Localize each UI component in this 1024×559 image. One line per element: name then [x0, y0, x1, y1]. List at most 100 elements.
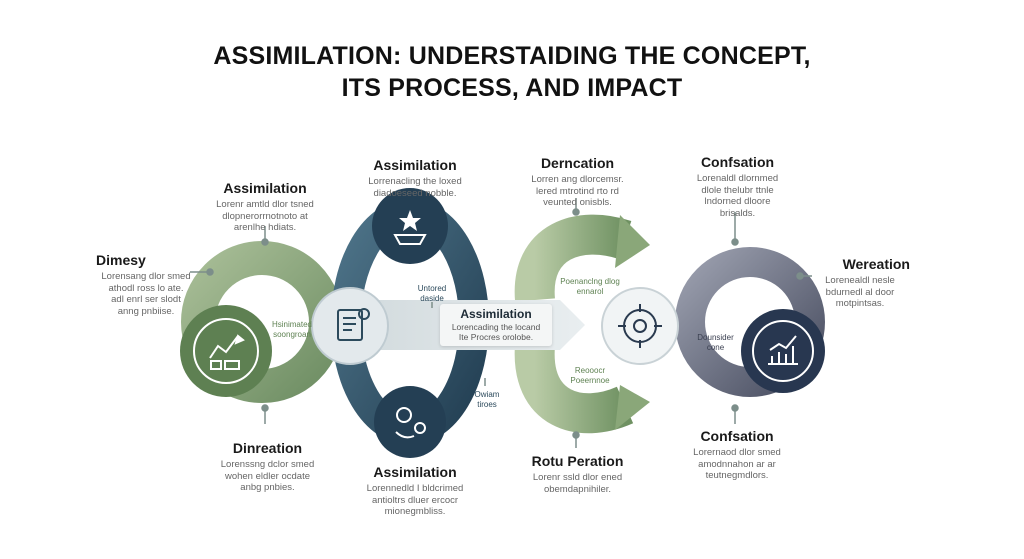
hands-chart-icon: [209, 334, 245, 370]
callout-line: amodnnahon ar ar: [698, 458, 776, 470]
callout-line: Lorren ang dlorcemsr.: [531, 174, 624, 185]
label-owiam: Owiam tiroes: [462, 390, 512, 410]
label-untored: Untored daside: [402, 284, 462, 304]
center-line-1: Lorencading the locand: [451, 322, 541, 332]
callout-rotu-peration: Rotu Peration Lorenr ssld dlor ened obem…: [520, 453, 635, 495]
title-line-2: ITS PROCESS, AND IMPACT: [341, 74, 683, 102]
callout-heading: Confsation: [700, 428, 774, 444]
small-label-line: Poeernnoe: [570, 376, 610, 385]
node-star-bowl: [372, 188, 448, 264]
label-reooocr: Reooocr Poeernnoe: [555, 366, 625, 386]
callout-line: Lorenr amtld dlor tsned: [216, 199, 314, 210]
callout-line: adl enrl ser slodt: [111, 294, 181, 305]
callout-line: anng pnbiise.: [117, 305, 175, 317]
callout-line: anbg pnbies.: [240, 482, 295, 493]
callout-dinreation: Dinreation Lorenssng dclor smed wohen el…: [210, 440, 325, 494]
callout-body: Lorensang dlor smed athodl ross lo ate. …: [96, 271, 196, 317]
callout-line: Lorenaldl dlornmed: [696, 173, 779, 184]
callout-body: Lorenssng dclor smed wohen eldler ocdate…: [210, 459, 325, 494]
callout-line: lndorned dloore: [704, 196, 771, 207]
callout-wereation: Wereation Lorenealdl nesle bdurnedl al d…: [810, 256, 910, 310]
callout-line: veunted onisbls.: [543, 197, 612, 208]
callout-line: athodl ross lo ate.: [108, 282, 184, 294]
callout-heading: Rotu Peration: [531, 453, 624, 469]
callout-derncation: Derncation Lorren ang dlorcemsr. lered m…: [520, 155, 635, 209]
callout-body: Lorrenacling the loxed diadoeseed nobble…: [355, 176, 475, 199]
node-hands-chart: [180, 305, 272, 397]
small-label-line: daside: [420, 294, 444, 303]
label-dounsider: Dounsider cone: [688, 333, 743, 353]
small-label-line: Untored: [417, 284, 447, 293]
callout-line: arenlhe hdiats.: [233, 222, 297, 233]
callout-body: Lorenr amtld dlor tsned dlopnerorrnotnot…: [205, 199, 325, 234]
callout-heading: Assimilation: [373, 464, 457, 480]
small-label-line: cone: [706, 343, 725, 352]
small-label-line: soongroan: [273, 330, 311, 339]
callout-line: bdurnedl al door: [825, 286, 895, 298]
callout-line: lered mtrotind rto rd: [536, 185, 619, 197]
callout-heading: Dimesy: [96, 252, 146, 268]
center-line-2: Ite Procres orolobe.: [458, 332, 534, 342]
small-label-line: ennarol: [576, 287, 604, 296]
center-assimilation-box: Assimilation Lorencading the locand Ite …: [440, 304, 552, 346]
title-line-1: ASSIMILATION: UNDERSTAIDING THE CONCEPT,: [213, 42, 811, 70]
node-compass-target: [601, 287, 679, 365]
callout-line: Lorennedld I bldcrimed: [366, 483, 464, 494]
node-gears-hand: [374, 386, 446, 458]
growth-chart-icon: [768, 335, 798, 365]
small-label-line: tiroes: [477, 400, 497, 409]
callout-line: Lorenssng dclor smed: [220, 459, 315, 470]
document-gear-icon: [337, 308, 370, 341]
callout-heading: Assimilation: [373, 157, 457, 173]
callout-dimesy: Dimesy Lorensang dlor smed athodl ross l…: [96, 252, 196, 317]
label-hsinimated: Hsinimated soongroan: [262, 320, 322, 340]
small-label-line: Hsinimated: [271, 320, 312, 329]
callout-line: Lorensang dlor smed: [101, 271, 191, 282]
node-document-gear: [311, 287, 389, 365]
callout-body: Lorenaldl dlornmed dlole thelubr ttnle l…: [680, 173, 795, 219]
callout-body: Lorenealdl nesle bdurnedl al door motpin…: [810, 275, 910, 310]
connectors: [190, 198, 812, 448]
callout-line: Lorernaod dlor smed: [693, 447, 781, 458]
callout-line: motpintsas.: [835, 298, 885, 309]
callout-line: teutnegmdlors.: [705, 470, 769, 481]
callout-body: Lorren ang dlorcemsr. lered mtrotind rto…: [520, 174, 635, 209]
callout-confsation-bottom: Confsation Lorernaod dlor smed amodnnaho…: [678, 428, 796, 482]
small-label-line: Reooocr: [574, 366, 606, 375]
callout-line: dlole thelubr ttnle: [701, 184, 774, 196]
callout-heading: Confsation: [700, 154, 775, 170]
ring-green-right: [514, 214, 650, 434]
callout-heading: Assimilation: [223, 180, 307, 196]
callout-body: Lorennedld I bldcrimed antioltrs dluer e…: [355, 483, 475, 518]
center-heading: Assimilation: [460, 307, 532, 321]
callout-heading: Wereation: [842, 256, 910, 272]
callout-line: antioltrs dluer ercocr: [371, 494, 459, 506]
callout-assimilation-upper-left: Assimilation Lorenr amtld dlor tsned dlo…: [205, 180, 325, 234]
callout-line: Lorenealdl nesle: [825, 275, 895, 286]
callout-line: obemdapnihiler.: [543, 483, 612, 495]
callout-body: Lorenr ssld dlor ened obemdapnihiler.: [520, 472, 635, 495]
callout-body: Lorernaod dlor smed amodnnahon ar ar teu…: [678, 447, 796, 482]
callout-line: wohen eldler ocdate: [224, 470, 311, 482]
callout-line: dlopnerorrnotnoto at: [222, 210, 308, 222]
label-poenancing: Poenanclng dlog ennarol: [555, 277, 625, 297]
gears-hand-icon: [395, 407, 426, 439]
callout-assimilation-top: Assimilation Lorrenacling the loxed diad…: [355, 157, 475, 199]
callout-heading: Dinreation: [232, 440, 303, 456]
node-growth-chart: [741, 309, 825, 393]
small-label-line: Owiam: [474, 390, 500, 399]
compass-target-icon: [618, 304, 662, 348]
callout-line: Lorenr ssld dlor ened: [532, 472, 623, 483]
callout-heading: Derncation: [540, 155, 615, 171]
callout-assimilation-bottom: Assimilation Lorennedld I bldcrimed anti…: [355, 464, 475, 518]
star-bowl-icon: [393, 210, 427, 245]
page-title: ASSIMILATION: UNDERSTAIDING THE CONCEPT,…: [0, 40, 1024, 104]
callout-line: mionegmbliss.: [384, 506, 446, 517]
small-label-line: Dounsider: [697, 333, 734, 342]
callout-line: Lorrenacling the loxed: [368, 176, 462, 187]
callout-confsation-top: Confsation Lorenaldl dlornmed dlole thel…: [680, 154, 795, 219]
small-label-line: Poenanclng dlog: [560, 277, 620, 286]
callout-line: diadoeseed nobble.: [373, 187, 457, 199]
callout-line: brisalds.: [719, 207, 756, 219]
